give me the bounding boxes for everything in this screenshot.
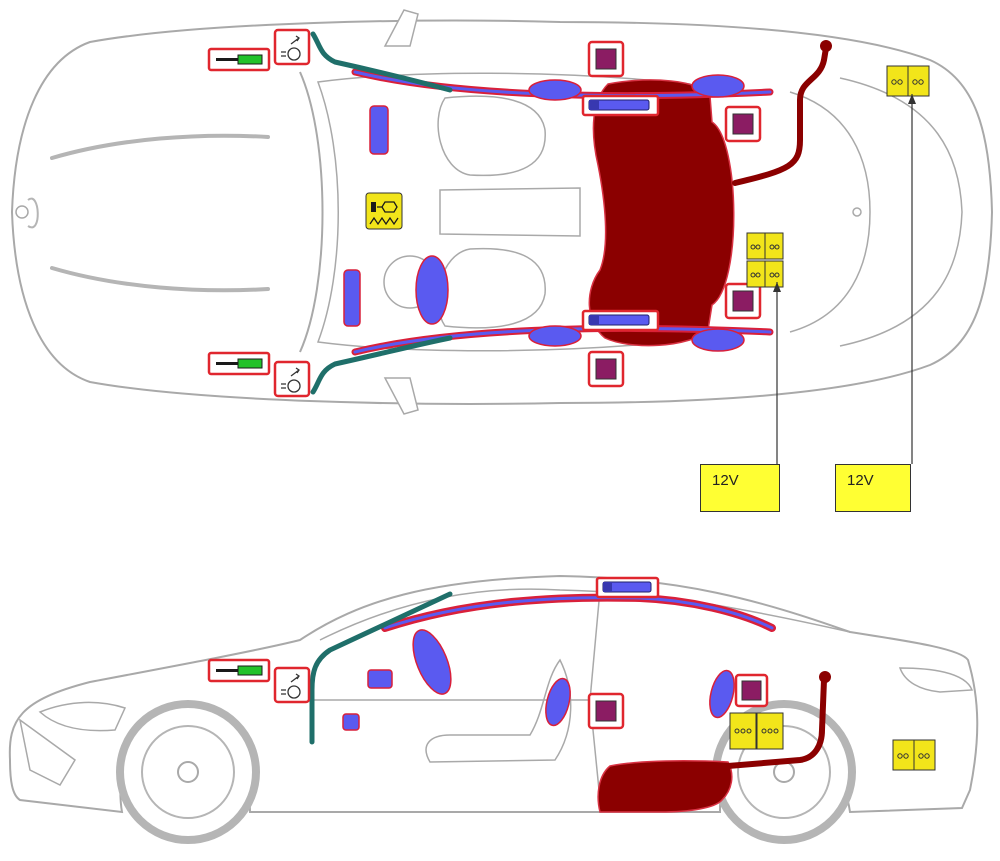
airbag-steering	[415, 255, 449, 325]
battery-icon	[729, 712, 784, 750]
fuel-filler-cap-top	[820, 40, 832, 52]
front-wheel-rim	[141, 725, 235, 819]
airbag-rear-seat-side	[709, 669, 735, 719]
airbag-knee-side	[367, 669, 393, 689]
hood-crease	[50, 266, 270, 293]
airbag-front-seat-side	[545, 677, 571, 727]
front-seat-left	[437, 95, 546, 177]
battery-icon	[886, 65, 930, 97]
pretensioner-marker-side	[595, 576, 660, 599]
battery-label-center: 12V	[700, 464, 780, 512]
battery-icon	[746, 232, 784, 288]
a-pillar-reinforcement-left	[310, 31, 453, 93]
mirror-right	[383, 377, 419, 415]
hood-lifter-icon	[273, 360, 311, 398]
callout-arrow-rear	[908, 94, 916, 104]
front-wheel	[116, 700, 260, 844]
gas-strut-icon	[207, 47, 271, 72]
control-unit-icon	[587, 350, 625, 388]
hood-lifter-icon	[273, 666, 311, 704]
airbag-footwell-side	[342, 713, 360, 731]
airbag-dashboard-left	[369, 105, 389, 155]
control-unit-icon	[587, 692, 625, 730]
airbag-steering-side	[412, 629, 452, 695]
fuel-filler-line-top	[732, 45, 829, 186]
headlight	[38, 701, 127, 732]
gas-strut-icon	[207, 351, 271, 376]
front-wheel-hub	[177, 761, 199, 783]
pretensioner-marker-left	[581, 94, 660, 117]
hood-crease	[27, 197, 39, 229]
a-pillar-reinforcement-side	[309, 591, 453, 745]
top-view-car	[10, 9, 994, 415]
rollover-sensor-icon	[365, 192, 403, 230]
control-unit-icon	[734, 673, 769, 708]
battery-label-rear: 12V	[835, 464, 911, 512]
center-console	[439, 187, 581, 237]
side-view-car	[8, 574, 979, 844]
airbag-dashboard-right	[343, 269, 361, 327]
top-view-body-outline	[10, 19, 994, 405]
rear-window	[789, 91, 871, 333]
airbag-side-rear-left	[691, 74, 745, 98]
fuel-filler-cap-side	[819, 671, 831, 683]
grille	[18, 718, 76, 786]
mirror-left	[383, 9, 419, 47]
gas-strut-icon	[207, 658, 271, 683]
fuel-tank-side	[597, 760, 733, 813]
front-emblem	[15, 205, 29, 219]
pretensioner-marker-right	[581, 309, 660, 332]
airbag-side-front-left	[528, 79, 582, 101]
control-unit-icon	[587, 40, 625, 78]
fuel-tank-top	[588, 79, 735, 347]
airbag-side-rear-right	[691, 328, 745, 352]
windshield	[299, 71, 324, 353]
airbag-side-front-right	[528, 325, 582, 347]
a-pillar-reinforcement-right	[310, 335, 453, 395]
fuel-filler-line-side	[725, 677, 827, 769]
front-seat-side	[425, 658, 572, 763]
control-unit-icon	[724, 282, 762, 320]
side-window-line	[319, 588, 851, 641]
hood-crease	[50, 133, 270, 160]
callout-arrow-center	[773, 282, 781, 292]
b-pillar	[589, 589, 601, 701]
hood-lifter-icon	[273, 28, 311, 66]
rear-wheel-rim	[737, 725, 831, 819]
battery-icon	[892, 739, 936, 771]
control-unit-icon	[724, 105, 762, 143]
taillight	[898, 667, 974, 693]
rear-emblem	[852, 207, 862, 217]
